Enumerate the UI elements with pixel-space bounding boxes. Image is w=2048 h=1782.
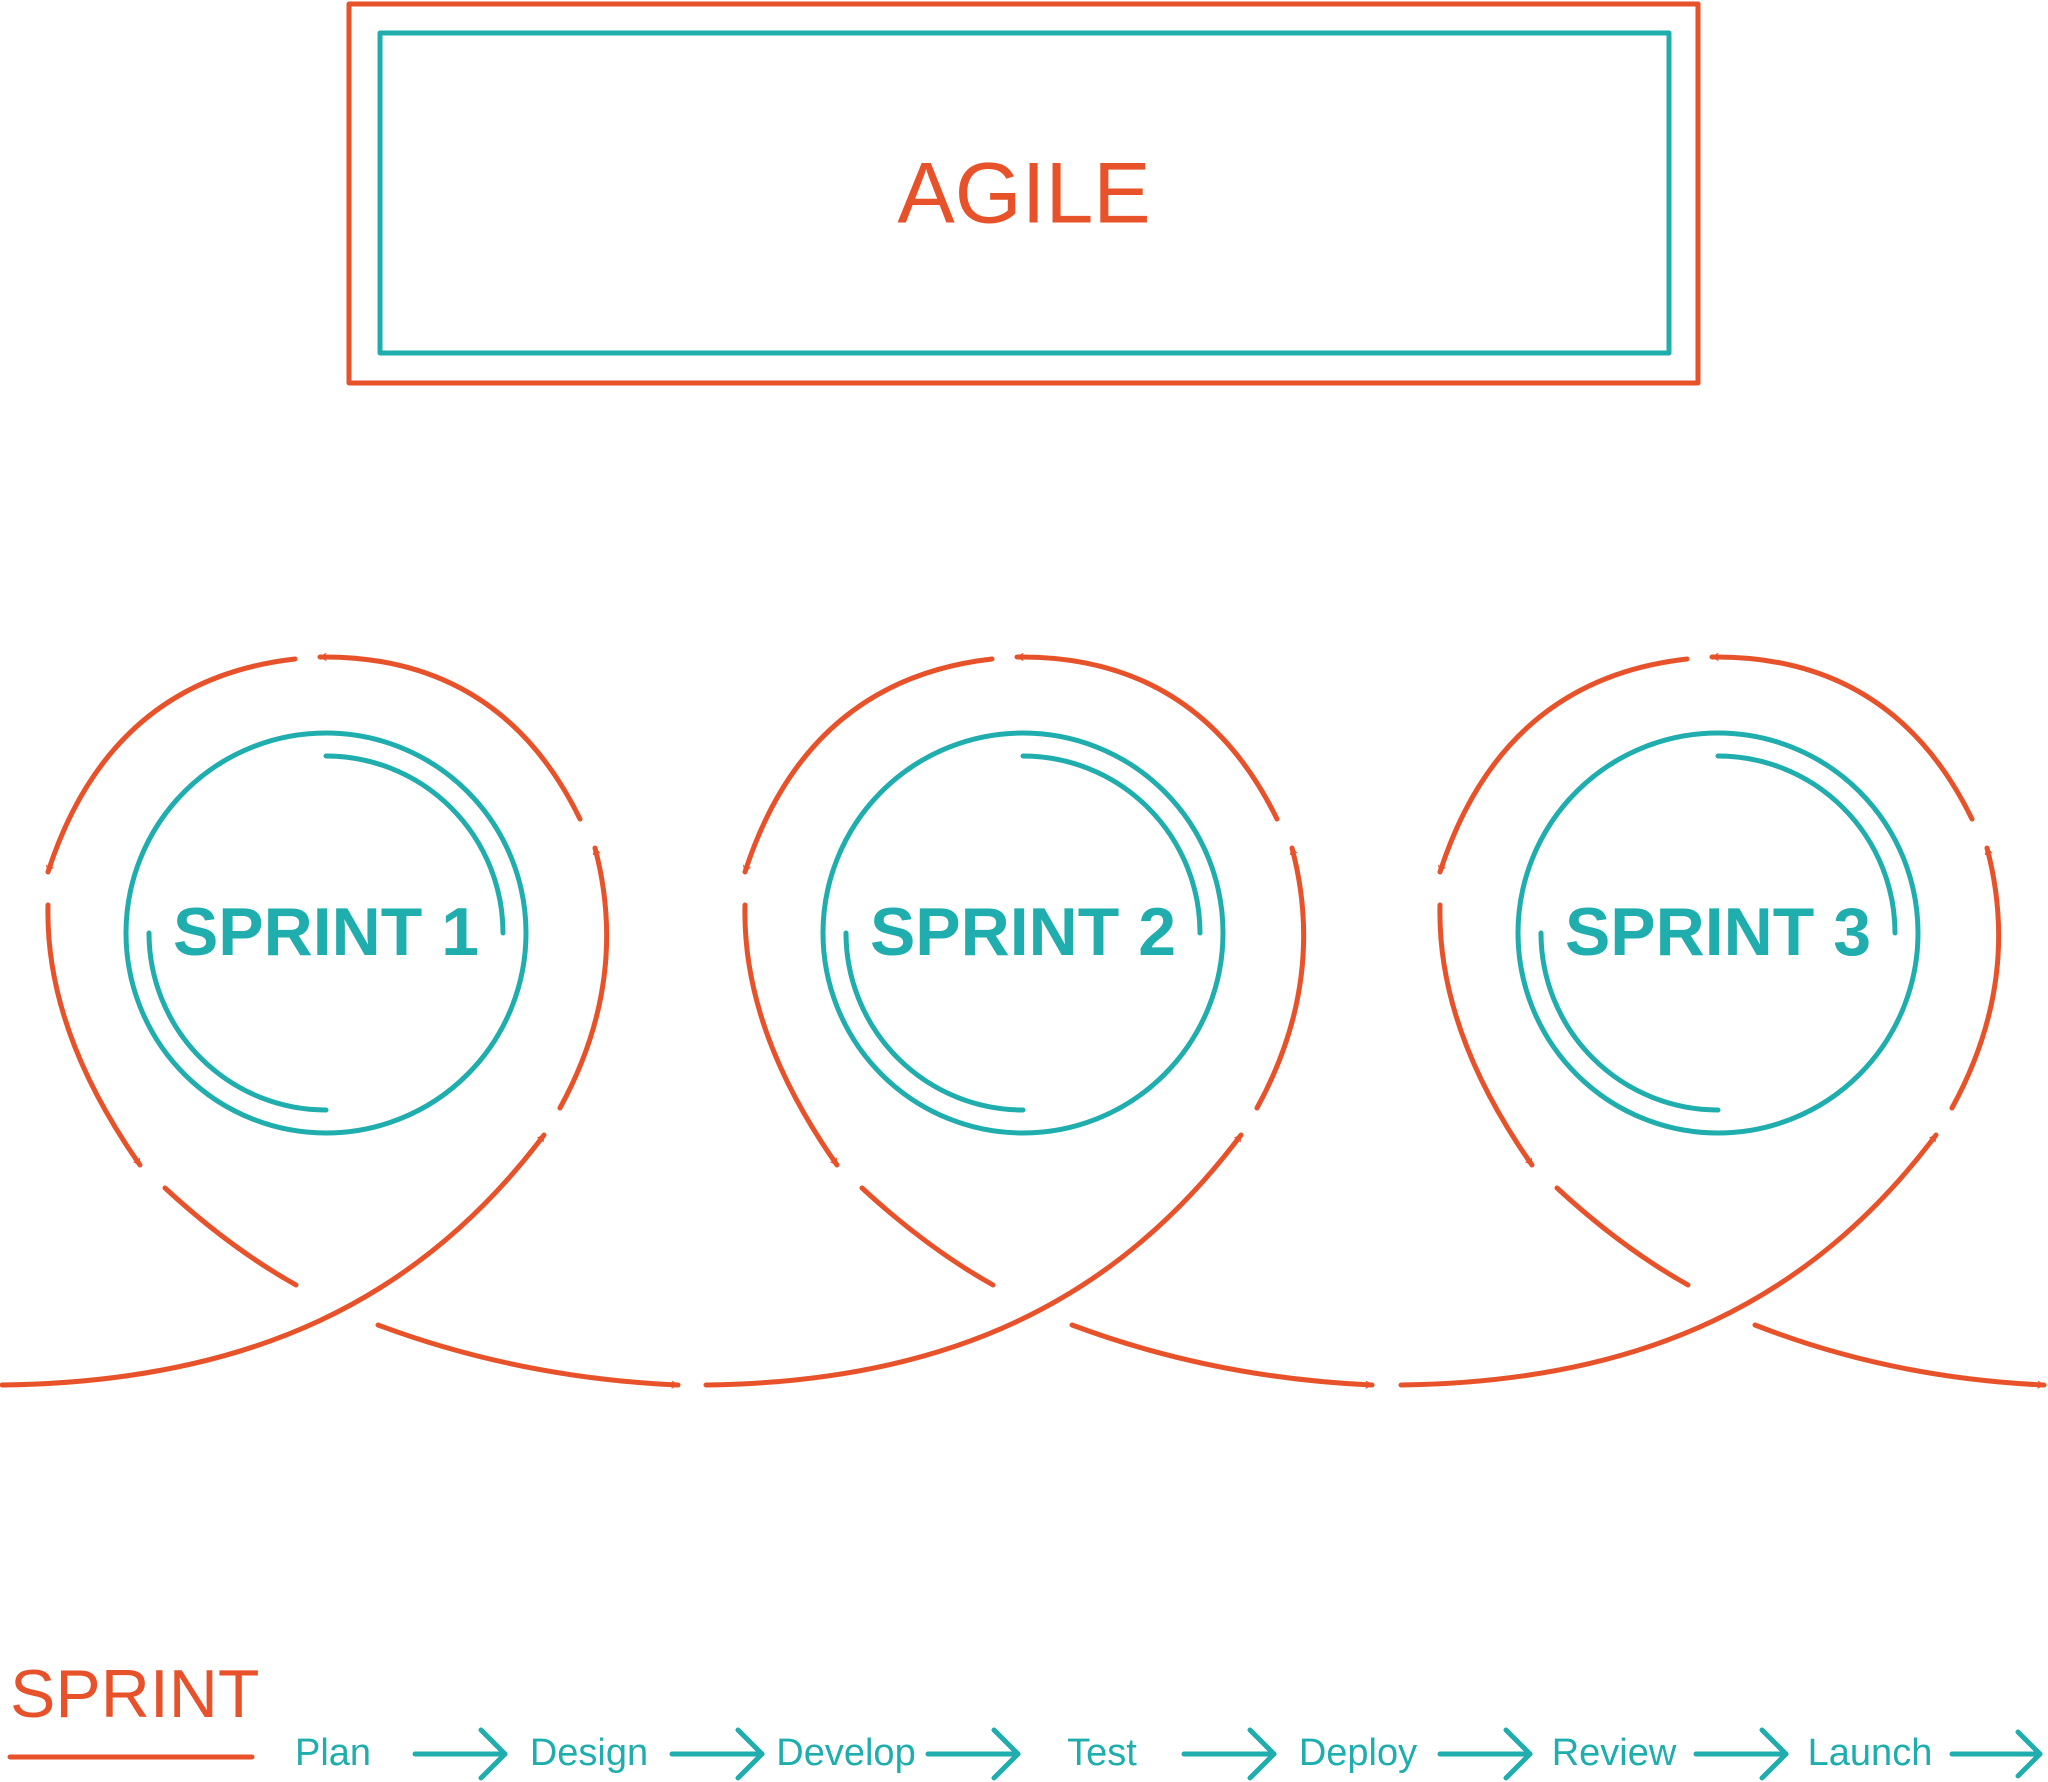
sprint-2-arc-left [742,902,840,1168]
sprint-3-arc-top-right [1709,652,1975,822]
sprint-loop-3: SPRINT 3 [1398,652,2047,1389]
sprint-1-arc-top-left [45,656,298,875]
sprint-2-inner-arc-right [1020,753,1203,936]
sprint-3-label: SPRINT 3 [1565,894,1871,970]
sprint-3-arc-left [1437,902,1535,1168]
step-plan: Plan [295,1732,371,1774]
sprint-3-inner-arc-left [1538,930,1721,1113]
sprint-1-arc-left [45,902,143,1168]
legend-arrow-6 [1693,1727,1789,1781]
sprint-3-entry-curve [1398,1132,1939,1388]
sprint-loop-2: SPRINT 2 [703,652,1375,1389]
sprint-3-inner-arc-right [1715,753,1898,936]
legend-arrow-4 [1181,1727,1277,1781]
step-develop: Develop [776,1732,915,1774]
page-title: AGILE [897,146,1150,242]
step-launch: Launch [1808,1732,1933,1774]
sprint-1-arc-right [557,845,610,1111]
sprint-2-exit-curve [1069,1322,1375,1389]
step-design: Design [530,1732,648,1774]
legend-arrow-5 [1437,1727,1533,1781]
agile-title-box: AGILE [346,1,1701,386]
title-outer-border [346,1,1701,386]
sprint-2-arc-bottom [859,1185,996,1288]
legend-arrow-7 [1949,1729,2043,1779]
sprint-2-arc-top-right [1014,652,1280,822]
sprint-2-arc-right [1254,845,1307,1111]
sprint-1-circle [123,730,529,1136]
step-deploy: Deploy [1299,1732,1417,1774]
sprint-loop-1: SPRINT 1 [0,652,681,1389]
legend-arrow-3 [925,1727,1021,1781]
sprint-3-circle [1515,730,1921,1136]
sprint-3-exit-curve [1752,1322,2047,1389]
step-test: Test [1067,1732,1137,1774]
sprint-3-arc-top-left [1437,656,1690,875]
title-inner-border [377,30,1672,356]
sprint-1-inner-arc-right [323,753,506,936]
sprint-2-entry-curve [703,1132,1244,1388]
step-review: Review [1552,1732,1677,1774]
sprint-1-exit-curve [375,1322,681,1389]
sprint-2-inner-arc-left [843,930,1026,1113]
sprint-3-arc-bottom [1554,1185,1691,1288]
sprint-1-arc-top-right [317,652,583,822]
sprint-2-arc-top-left [742,656,995,875]
sprint-legend: SPRINT Plan Design Develop Test Deploy R… [7,1656,2043,1781]
legend-arrow-2 [669,1727,765,1781]
sprint-3-arc-right [1949,845,2002,1111]
legend-title: SPRINT [10,1656,259,1732]
sprint-2-label: SPRINT 2 [870,894,1176,970]
sprint-2-circle [820,730,1226,1136]
sprint-1-arc-bottom [162,1185,299,1288]
sprint-1-label: SPRINT 1 [173,894,479,970]
sprint-1-entry-curve [0,1132,547,1388]
legend-arrow-1 [412,1727,508,1781]
sprint-1-inner-arc-left [146,930,329,1113]
